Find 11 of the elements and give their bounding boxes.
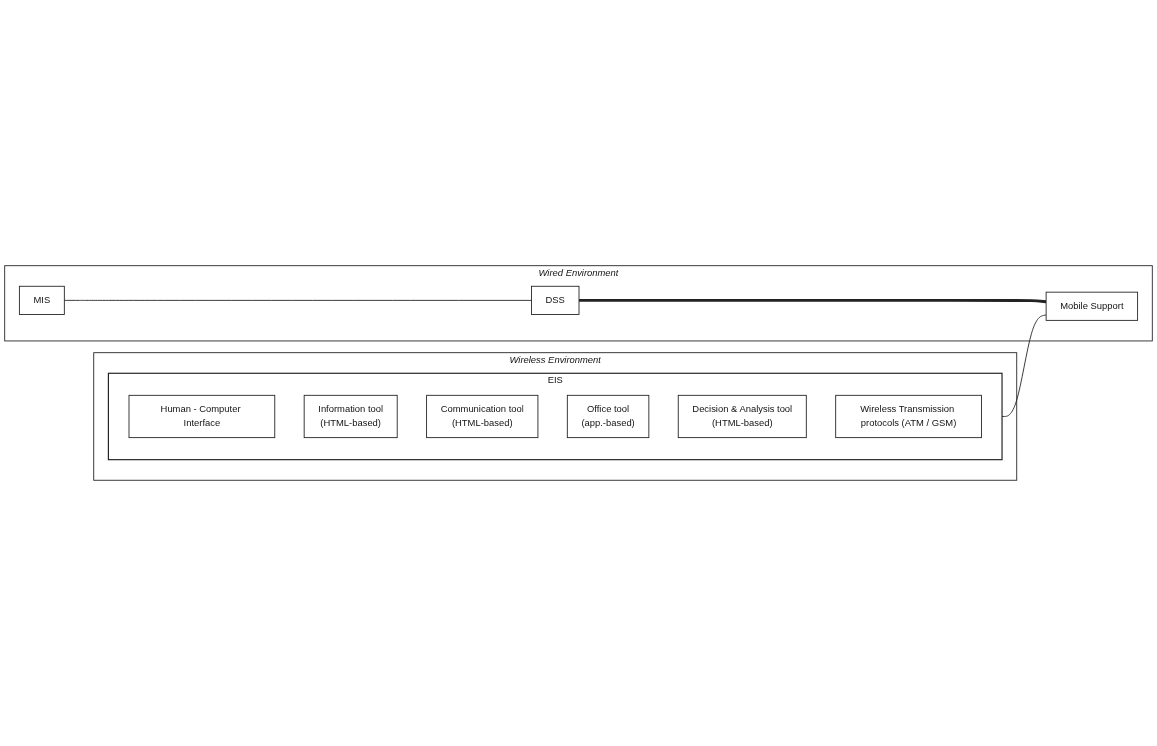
node-box: Wireless Transmission protocols (ATM / GSM) bbox=[835, 394, 982, 439]
connector bbox=[63, 299, 532, 301]
connector bbox=[579, 298, 1047, 304]
node-box: Mobile Support bbox=[1045, 291, 1139, 321]
node-box: Human - Computer Interface bbox=[128, 394, 276, 439]
node-box: DSS bbox=[531, 285, 580, 315]
node-box: Decision & Analysis tool (HTML-based) bbox=[677, 394, 807, 439]
node-box: Office tool (app.-based) bbox=[566, 394, 650, 439]
node-box: Information tool (HTML-based) bbox=[303, 394, 398, 439]
node-box: Communication tool (HTML-based) bbox=[426, 394, 539, 439]
node-box: MIS bbox=[18, 285, 65, 315]
